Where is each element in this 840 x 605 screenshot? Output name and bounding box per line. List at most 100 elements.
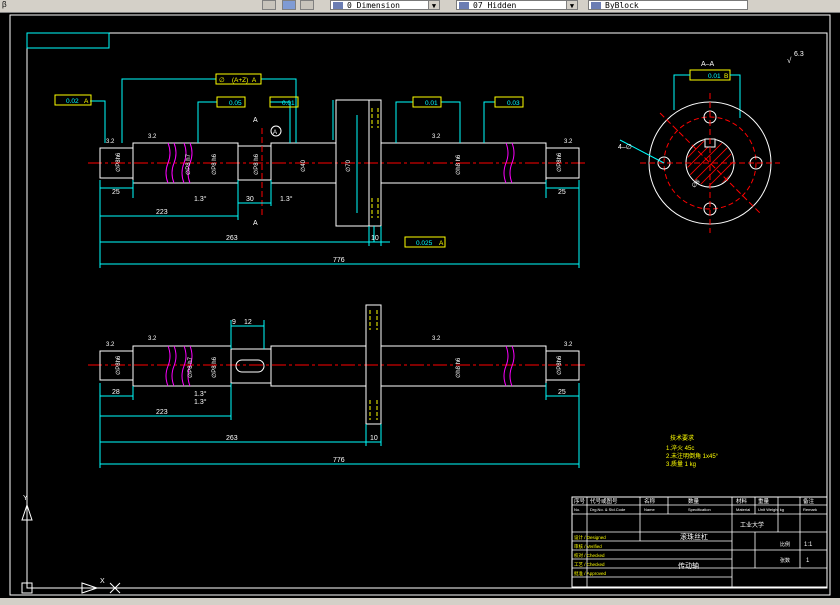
dim-10: 10	[371, 235, 379, 242]
title-block: 序号 代号或图号 名称 数量 材料 重量 备注 No. Drg.No. & St…	[571, 496, 828, 588]
lineweight-dropdown[interactable]: ByBlock	[588, 0, 748, 10]
diameter-1: ∅P8h6	[115, 152, 122, 172]
front-roughness-1: 3.2	[106, 342, 115, 348]
front-break-marks	[165, 345, 515, 387]
tol-cylindricity: ∅ (A+Z) A	[219, 77, 257, 84]
diameter-3: ∅P8 h6	[211, 153, 218, 175]
ucs-x: X	[100, 578, 105, 585]
leader-lines	[90, 78, 580, 268]
layer-previous-button[interactable]	[300, 0, 314, 10]
chevron-down-icon[interactable]: ▼	[428, 1, 439, 9]
tolerance-frames	[54, 73, 524, 248]
layer-manager-button[interactable]	[282, 0, 296, 10]
tol-perp-datum: A	[439, 240, 444, 247]
toolbar: β 0_Dimension ▼ 07_Hidden ▼ ByBlock	[0, 0, 840, 13]
linetype-value: 07_Hidden	[473, 1, 517, 10]
section-label: A–A	[701, 61, 715, 68]
sheet-border	[9, 14, 831, 596]
tb-en0: No.	[574, 507, 580, 512]
tb-drawing-name: 滚珠丝杠	[680, 532, 708, 541]
datum-circle	[270, 125, 282, 137]
front-dim-223: 223	[156, 409, 168, 416]
front-dim-263: 263	[226, 435, 238, 442]
diameter-2: ∅P8 h7	[185, 153, 192, 175]
layer-dropdown[interactable]: 0_Dimension ▼	[330, 0, 440, 10]
hole-label: 4–∅	[618, 144, 632, 151]
top-view: A A A	[54, 73, 588, 268]
front-diameter-4: ∅h8 h6	[455, 357, 462, 378]
tb-h6: 备注	[803, 497, 815, 505]
roughness-3: 3.2	[432, 134, 441, 140]
section-mark-a2: A	[253, 220, 258, 227]
tb-row-0: 设计 / Designed	[574, 534, 606, 541]
chevron-down-icon[interactable]: ▼	[566, 1, 577, 9]
dim-30: 30	[246, 196, 254, 203]
dim-chamfer-2: 1.3°	[280, 195, 293, 203]
roughness-4: 3.2	[564, 139, 573, 145]
section-diameter: ∅6	[690, 178, 701, 189]
front-view: 3.2 3.2 3.2 3.2 ∅P8h6 ∅P8 h7 ∅P8 h6 ∅h8 …	[88, 304, 588, 468]
drawing-number-box	[26, 32, 110, 49]
front-diameter-3: ∅P8 h6	[211, 356, 218, 378]
dim-223: 223	[156, 209, 168, 216]
tb-row-2: 校对 / Checked	[574, 552, 605, 559]
roughness-corner: 6.3	[794, 51, 804, 58]
front-dim-lines	[99, 320, 580, 468]
section-mark-a3: A	[273, 130, 277, 136]
dim-left-end: 25	[112, 189, 120, 196]
layer-state-button[interactable]	[262, 0, 276, 10]
front-dim-keyway-12: 12	[244, 319, 252, 326]
tech-note-1: 1.淬火 45c	[666, 444, 694, 452]
tb-en1: Drg.No. & Std.Code	[590, 507, 626, 512]
diameter-6: ∅70	[345, 159, 352, 172]
status-strip	[0, 598, 840, 605]
front-dim-776: 776	[333, 457, 345, 464]
tol-runout-3: 0.01	[425, 100, 438, 107]
front-diameter-1: ∅P8h6	[115, 355, 122, 375]
ucs-y: Y	[23, 495, 28, 502]
front-roughness-3: 3.2	[432, 336, 441, 342]
dim-263: 263	[226, 235, 238, 242]
tol-runout-2: 0.01	[282, 100, 295, 107]
diameter-5: ∅40	[300, 159, 307, 172]
tb-sheet: 1	[806, 558, 810, 564]
tb-scale-label: 比例	[780, 541, 790, 548]
section-centerlines	[640, 93, 780, 233]
ucs-icon	[21, 503, 121, 594]
tol-flat-1: 0.05	[229, 100, 242, 107]
tb-h1: 代号或图号	[590, 497, 618, 505]
tech-note-2: 2.未注明倒角 1x45°	[666, 452, 719, 460]
tb-en5: Unit Weight kg	[758, 507, 784, 512]
roughness-1: 3.2	[106, 139, 115, 145]
tol-flat-right: 0.03	[507, 100, 520, 107]
tb-en3: Specification	[688, 507, 711, 512]
drawing-canvas[interactable]: A A A	[0, 12, 840, 598]
lineweight-value: ByBlock	[605, 1, 639, 10]
front-dim-right: 25	[558, 389, 566, 396]
front-roughness-2: 3.2	[148, 336, 157, 342]
tol-runout-left: 0.02	[66, 98, 79, 105]
front-dim-keyway-9: 9	[232, 319, 236, 326]
diameter-7: ∅h8 h6	[455, 154, 462, 175]
tb-en4: Material	[736, 507, 750, 512]
front-hidden-lines	[369, 310, 378, 420]
tb-row-3: 工艺 / Checked	[574, 562, 605, 567]
hidden-lines	[371, 108, 379, 218]
tb-h4: 材料	[736, 497, 748, 505]
tb-h5: 重量	[758, 497, 770, 505]
linetype-dropdown[interactable]: 07_Hidden ▼	[456, 0, 578, 10]
tb-h2: 名称	[644, 497, 656, 505]
tb-company: 工业大学	[740, 521, 764, 529]
roughness-top: 3.2 3.2 3.2 3.2	[106, 134, 573, 145]
front-shaft-outline	[99, 304, 580, 425]
drawing-frame	[26, 32, 828, 589]
section-tol-datum: B	[724, 73, 728, 80]
linetype-icon	[459, 2, 469, 9]
tb-en2: Name	[644, 507, 655, 512]
tb-row-1: 审核 / Verified	[574, 543, 602, 550]
front-diameter-2: ∅P8 h7	[187, 356, 194, 378]
tb-en6: Remark	[803, 507, 817, 512]
tb-h0: 序号	[574, 497, 586, 505]
tech-notes: 技术要求 1.淬火 45c 2.未注明倒角 1x45° 3.质量 1 kg	[666, 434, 719, 468]
front-dim-left: 28	[112, 389, 120, 396]
